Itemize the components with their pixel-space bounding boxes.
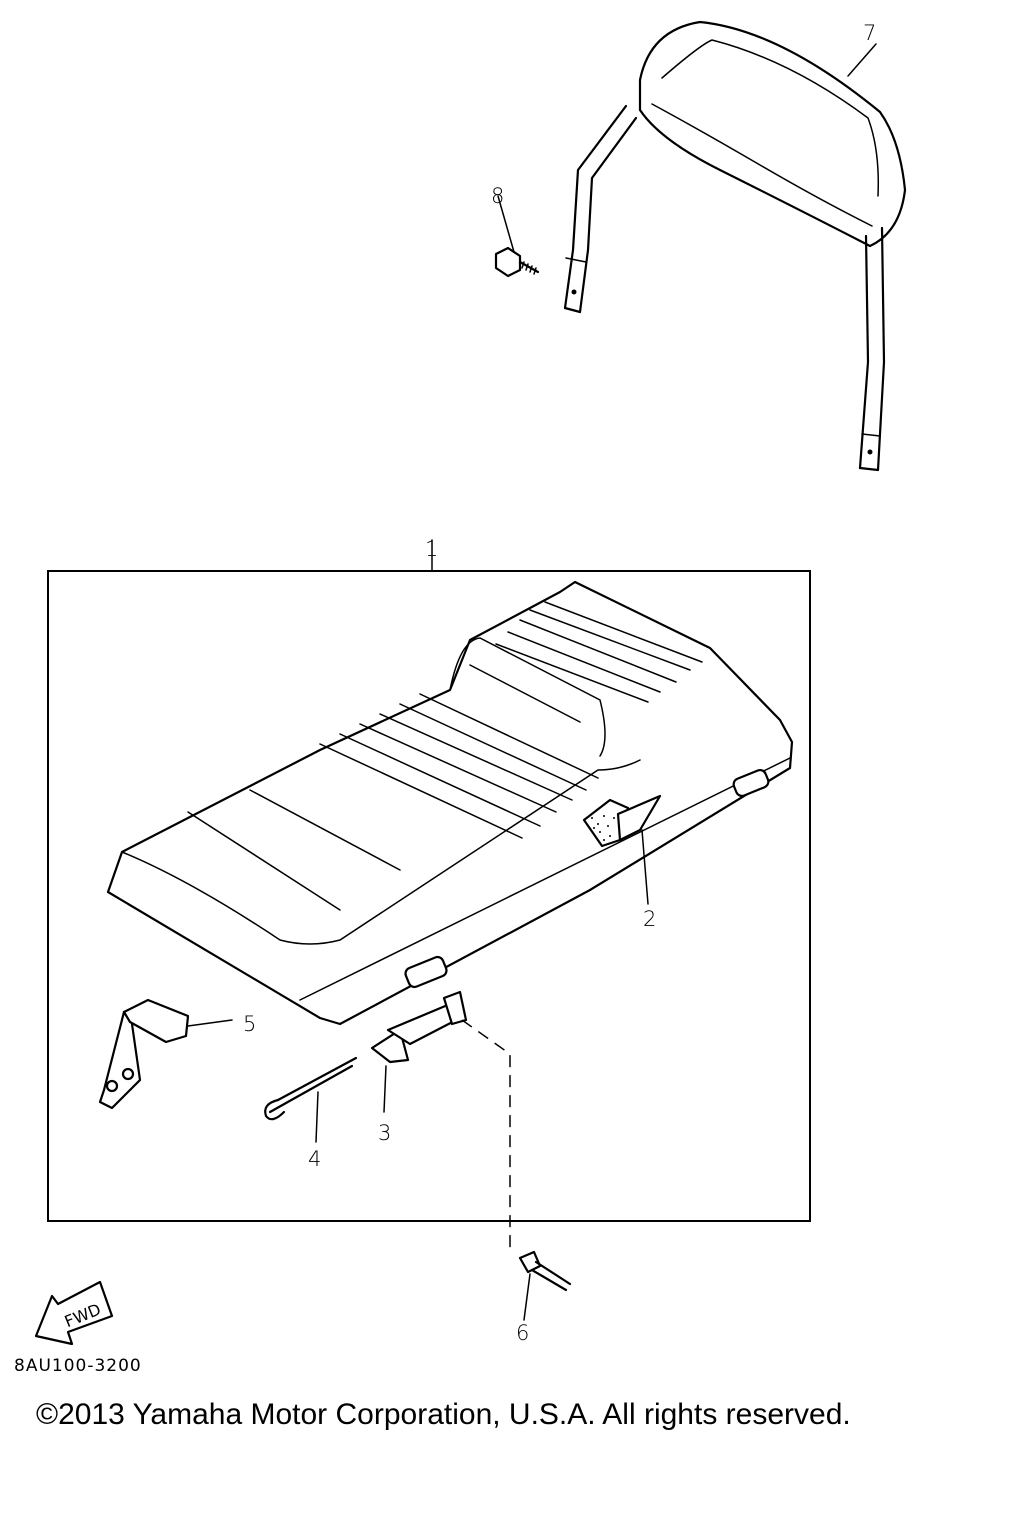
callout-3: 3 xyxy=(378,1121,391,1145)
bolt-part-8 xyxy=(494,195,540,278)
callout-4: 4 xyxy=(308,1147,321,1171)
callout-8: 8 xyxy=(491,184,504,208)
callout-2: 2 xyxy=(643,907,656,931)
fwd-arrow-icon: FWD xyxy=(34,1280,114,1346)
callout-6: 6 xyxy=(516,1321,529,1345)
rivet-part-6 xyxy=(518,1250,572,1321)
assembly-box-part-1 xyxy=(47,570,811,1222)
bracket-part-5 xyxy=(98,998,233,1110)
seat xyxy=(106,580,794,1026)
callout-5: 5 xyxy=(243,1012,256,1036)
copyright-notice: ©2013 Yamaha Motor Corporation, U.S.A. A… xyxy=(36,1398,851,1431)
callout-1: 1 xyxy=(425,537,438,561)
pin-part-4 xyxy=(264,1056,358,1143)
callout-7: 7 xyxy=(863,21,876,45)
backrest-part-7 xyxy=(563,20,907,472)
hinge-part-3 xyxy=(370,990,468,1113)
drawing-code: 8AU100-3200 xyxy=(14,1356,142,1376)
